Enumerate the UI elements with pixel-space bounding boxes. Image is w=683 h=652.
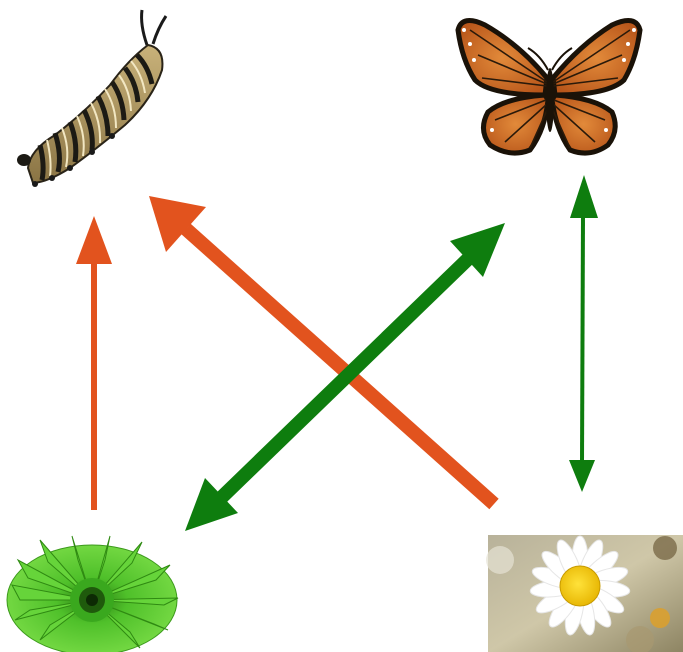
arrow-daisy-butterfly [569,175,598,492]
caterpillar-icon [17,10,166,187]
arrow-daisy-to-caterpillar [149,196,494,504]
daisy-icon [486,535,683,652]
butterfly-icon [458,21,640,154]
arrow-green-flower-to-caterpillar [76,216,112,510]
green-gerbera-icon [7,536,178,652]
